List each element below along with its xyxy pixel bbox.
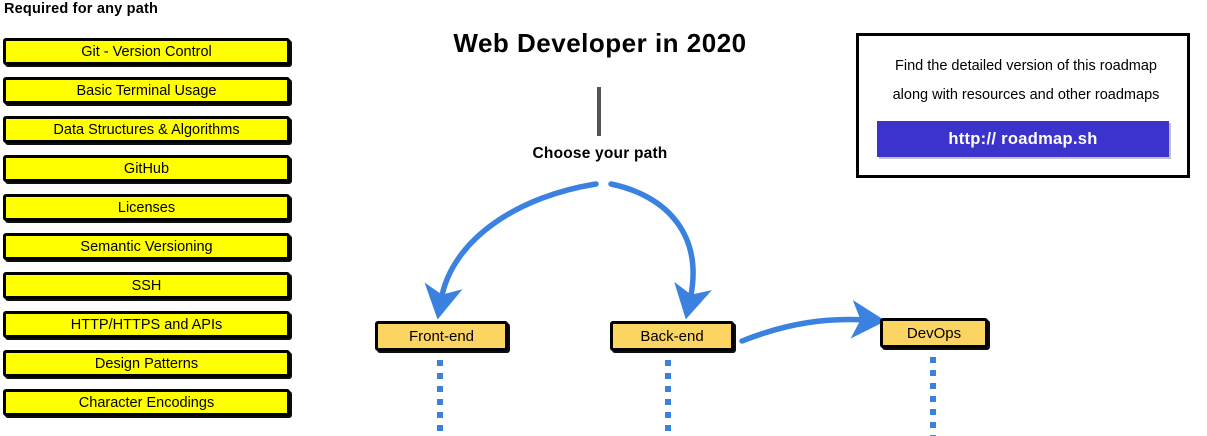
path-box-front-end[interactable]: Front-end <box>375 321 508 351</box>
required-item-data-structures-algorithms[interactable]: Data Structures & Algorithms <box>3 116 290 143</box>
required-item-label: Licenses <box>117 199 176 216</box>
roadmap-title: Web Developer in 2020 <box>453 28 747 58</box>
required-item-label: Git - Version Control <box>81 43 212 60</box>
required-item-design-patterns[interactable]: Design Patterns <box>3 350 290 377</box>
roadmap-sh-link-button[interactable]: http:// roadmap.sh <box>877 121 1169 157</box>
roadmap-sh-link-label: http:// roadmap.sh <box>948 129 1098 148</box>
roadmap-info-card: Find the detailed version of this roadma… <box>856 33 1190 178</box>
title-stem-connector <box>597 87 601 136</box>
required-item-label: Basic Terminal Usage <box>76 82 217 99</box>
required-items-list: Git - Version Control Basic Terminal Usa… <box>3 38 290 428</box>
arrow-to-backend <box>608 181 712 320</box>
choose-your-path-label: Choose your path <box>532 145 668 162</box>
path-box-back-end[interactable]: Back-end <box>610 321 734 351</box>
dotted-connector-front-end <box>437 360 443 436</box>
dotted-connector-back-end <box>665 360 671 436</box>
required-item-ssh[interactable]: SSH <box>3 272 290 299</box>
path-box-label: Back-end <box>640 327 704 345</box>
required-item-label: HTTP/HTTPS and APIs <box>70 316 223 333</box>
required-item-label: Semantic Versioning <box>80 238 213 255</box>
arrow-to-frontend <box>424 181 599 320</box>
path-box-label: DevOps <box>906 324 962 342</box>
arrow-backend-to-devops <box>739 300 886 344</box>
info-card-line-1: Find the detailed version of this roadma… <box>895 58 1157 74</box>
required-item-label: Character Encodings <box>78 394 215 411</box>
required-item-basic-terminal-usage[interactable]: Basic Terminal Usage <box>3 77 290 104</box>
path-box-devops[interactable]: DevOps <box>880 318 988 348</box>
required-item-character-encodings[interactable]: Character Encodings <box>3 389 290 416</box>
required-item-git-version-control[interactable]: Git - Version Control <box>3 38 290 65</box>
required-item-label: Design Patterns <box>94 355 199 372</box>
required-section-heading: Required for any path <box>4 1 159 17</box>
info-card-line-2: along with resources and other roadmaps <box>892 87 1160 103</box>
required-item-label: Data Structures & Algorithms <box>53 121 240 138</box>
required-item-github[interactable]: GitHub <box>3 155 290 182</box>
path-box-label: Front-end <box>408 327 475 345</box>
required-item-label: SSH <box>131 277 162 294</box>
required-item-http-https-and-apis[interactable]: HTTP/HTTPS and APIs <box>3 311 290 338</box>
dotted-connector-devops <box>930 357 936 436</box>
required-item-semantic-versioning[interactable]: Semantic Versioning <box>3 233 290 260</box>
required-item-licenses[interactable]: Licenses <box>3 194 290 221</box>
required-item-label: GitHub <box>123 160 170 177</box>
